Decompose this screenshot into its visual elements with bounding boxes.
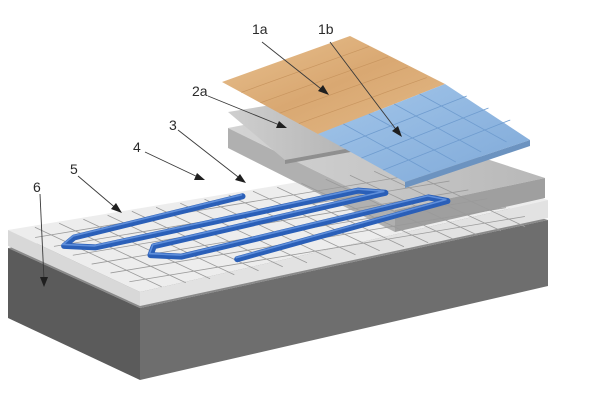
wood-seam [241, 46, 370, 93]
label-4: 4 [133, 139, 141, 155]
mesh-line [228, 194, 356, 256]
label-5: 5 [70, 161, 78, 177]
tile-seam [361, 107, 489, 159]
wood-seam [298, 77, 427, 124]
mesh-line [155, 206, 283, 268]
ceramic-tile-layer [318, 84, 530, 188]
label-1b: 1b [318, 21, 334, 37]
leader-2a [207, 95, 283, 127]
tile-seam [339, 95, 467, 147]
pipe-highlight [61, 188, 447, 259]
mesh-line [252, 190, 380, 252]
callout-leaders [39, 41, 402, 287]
wood-seam [279, 66, 408, 114]
mesh-line [129, 216, 525, 283]
label-2a: 2a [192, 83, 208, 99]
mesh-line [349, 174, 477, 236]
mesh-line [35, 171, 431, 238]
wood-laminate-layer [222, 36, 445, 134]
arrowhead-3 [235, 174, 246, 183]
leader-4 [144, 151, 201, 179]
heating-pipe [61, 187, 451, 263]
mesh-line [34, 226, 162, 288]
callout-labels: 1a 1b 2a 3 4 5 6 [33, 21, 334, 195]
arrowhead-5 [111, 203, 122, 213]
leader-3 [177, 129, 243, 181]
label-6: 6 [33, 179, 41, 195]
tile-seam [383, 119, 511, 171]
wood-seam [260, 56, 389, 104]
leader-5 [77, 175, 119, 211]
leader-1a [261, 41, 326, 93]
mesh-line [204, 198, 332, 260]
arrowhead-2a [276, 121, 287, 128]
arrowhead-4 [194, 173, 205, 180]
mesh-line [180, 202, 308, 264]
arrowhead-1a [318, 85, 329, 95]
arrowhead-1b [392, 126, 402, 137]
arrowhead-6 [40, 277, 48, 287]
label-3: 3 [169, 117, 177, 133]
leader-6 [39, 193, 45, 281]
leader-1b [329, 41, 399, 133]
label-1a: 1a [252, 21, 268, 37]
